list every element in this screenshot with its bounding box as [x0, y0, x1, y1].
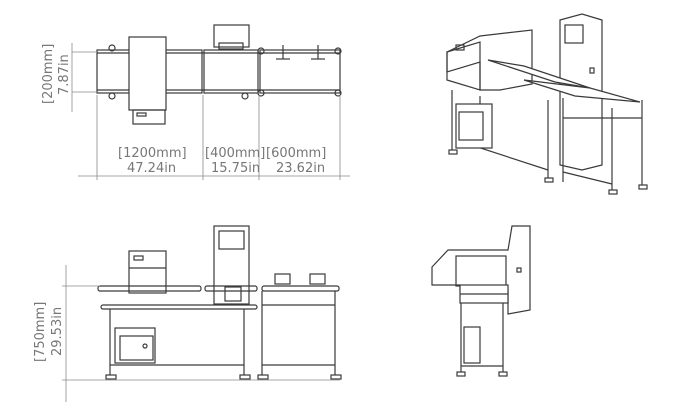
top-height-in: 7.87in [57, 54, 72, 95]
segment-1-mm: [1200mm] [118, 146, 187, 161]
segment-1-in: 47.24in [127, 161, 176, 176]
top-view [96, 24, 342, 125]
front-height-mm: [750mm] [33, 302, 48, 362]
top-height-mm: [200mm] [41, 44, 56, 104]
segment-3-mm: [600mm] [266, 146, 326, 161]
side-view [431, 225, 531, 377]
isometric-view [446, 13, 648, 195]
top-view-dimensions [71, 43, 350, 180]
segment-2-in: 15.75in [211, 161, 260, 176]
front-height-in: 29.53in [50, 307, 65, 356]
front-view-dimensions [62, 265, 340, 402]
segment-3-in: 23.62in [276, 161, 325, 176]
front-view [97, 225, 342, 380]
segment-2-mm: [400mm] [205, 146, 265, 161]
